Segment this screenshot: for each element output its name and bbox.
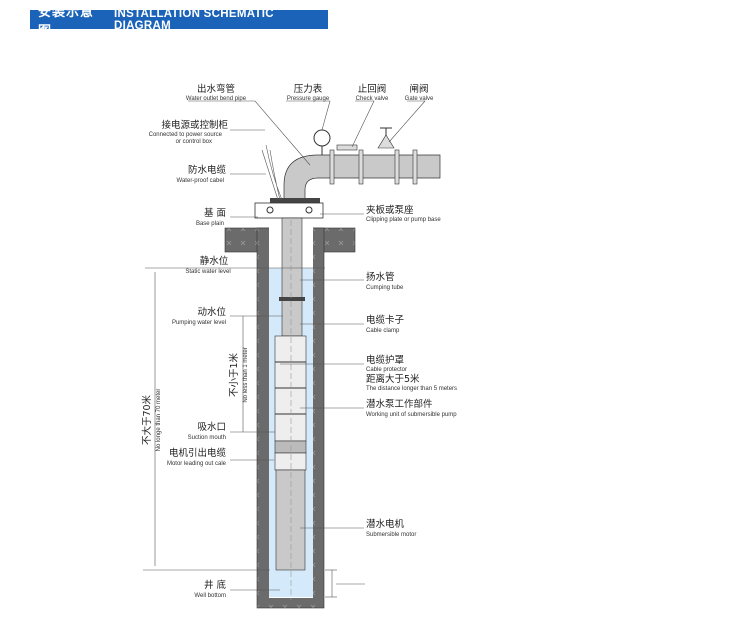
label-clamp-en: Cable clamp: [366, 328, 400, 334]
label-suction-en: Suction mouth: [188, 435, 226, 441]
label-max-70m-en: No longe than 70 meter: [156, 389, 162, 452]
label-cable-en: Water-proof cabel: [177, 178, 224, 184]
label-distance: 距离大于5米: [366, 373, 420, 385]
label-gauge-en: Pressure gauge: [287, 96, 330, 102]
label-pumping: 动水位: [197, 306, 226, 318]
gate-valve: [377, 134, 395, 149]
label-base: 基 面: [204, 207, 226, 219]
label-power: 接电源或控制柜: [161, 119, 228, 131]
label-protector-en: Cable protector: [366, 367, 407, 373]
label-outlet: 出水弯管: [197, 83, 235, 95]
label-min-1m-en: No less than 1 meter: [243, 347, 249, 402]
clipping-plate: [254, 202, 324, 219]
label-protector: 电缆护罩: [366, 354, 404, 366]
label-max-70m: 不大于70米: [141, 394, 153, 445]
diagram-title-bar: 安装示意图 INSTALLATION SCHEMATIC DIAGRAM: [30, 5, 328, 39]
label-pumping-en: Pumping water level: [172, 320, 226, 326]
waterproof-cable: [261, 144, 283, 201]
pump-unit: [274, 220, 307, 600]
title-en: INSTALLATION SCHEMATIC DIAGRAM: [113, 7, 274, 32]
label-check: 止回阀: [358, 83, 387, 95]
label-power-en1: Connected to power source: [149, 132, 223, 138]
label-static: 静水位: [200, 255, 229, 267]
pumping-tube: [281, 217, 303, 337]
dimension-lines: [143, 267, 365, 598]
label-static-en: Static water level: [185, 269, 230, 275]
label-motor-en: Submersible motor: [366, 532, 416, 538]
label-bottom: 井 底: [204, 579, 227, 591]
label-suction: 吸水口: [197, 421, 226, 433]
label-tube-en: Cumping tube: [366, 285, 404, 291]
outlet-bend-pipe: [261, 127, 441, 204]
label-motor: 潜水电机: [366, 518, 405, 530]
label-unit-en: Working unit of submersible pump: [366, 412, 457, 418]
label-check-en: Check valve: [356, 96, 389, 102]
label-distance-en: The distance longer than 5 meters: [366, 386, 457, 392]
label-motor-cable-en: Motor leading out cale: [167, 461, 227, 467]
label-motor-cable: 电机引出电缆: [169, 447, 227, 459]
label-gauge: 压力表: [294, 83, 323, 95]
label-gate: 闸阀: [409, 83, 428, 95]
label-gate-en: Gate valve: [405, 96, 434, 102]
label-cable: 防水电缆: [188, 164, 227, 176]
check-valve: [336, 144, 358, 151]
label-base-en: Base plain: [196, 221, 224, 227]
label-plate: 夹板或泵座: [366, 204, 414, 216]
label-bottom-en: Well bottom: [194, 593, 226, 599]
title-zh: 安装示意图: [38, 4, 95, 39]
submersible-motor: [275, 469, 306, 571]
pressure-gauge: [313, 129, 331, 147]
label-min-1m: 不小于1米: [228, 352, 240, 397]
label-plate-en: Clipping plate or pump base: [366, 217, 441, 223]
label-power-en2: or control box: [176, 139, 212, 145]
label-unit: 潜水泵工作部件: [366, 398, 433, 410]
label-tube: 扬水管: [366, 271, 395, 283]
label-clamp: 电缆卡子: [366, 314, 405, 326]
leader-lines: [188, 100, 426, 591]
label-outlet-en: Water outlet bend pipe: [186, 96, 247, 102]
